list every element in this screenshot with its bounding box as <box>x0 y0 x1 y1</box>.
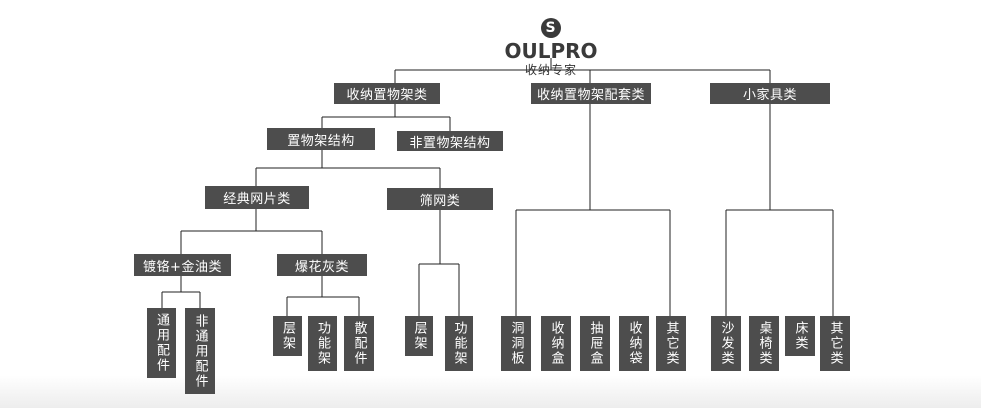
soulpro-logo: SOULPRO 收纳专家 <box>496 18 606 77</box>
leaf-others-a: 其它类 <box>656 316 686 371</box>
leaf-shelf-a: 层架 <box>273 316 302 356</box>
leaf-sofa: 沙发类 <box>711 316 741 371</box>
leaf-universal-parts: 通用配件 <box>147 308 176 378</box>
leaf-pegboard: 洞洞板 <box>501 316 531 371</box>
leaf-bed: 床类 <box>785 316 815 356</box>
logo-wordmark: OULPRO <box>504 39 598 63</box>
leaf-non-universal-parts: 非通用配件 <box>185 308 215 394</box>
logo-tagline: 收纳专家 <box>524 63 577 77</box>
node-sieve-mesh: 筛网类 <box>387 188 493 210</box>
logo-brand: SOULPRO <box>496 18 606 62</box>
node-classic-mesh: 经典网片类 <box>205 186 309 209</box>
node-non-rack-structure: 非置物架结构 <box>397 131 503 151</box>
node-storage-rack: 收纳置物架类 <box>334 83 440 104</box>
leaf-shelf-b: 层架 <box>405 316 433 356</box>
logo-s-mark: S <box>540 18 561 38</box>
leaf-table-chair: 桌椅类 <box>749 316 779 371</box>
node-popcorn-grey: 爆花灰类 <box>277 254 367 276</box>
leaf-others-b: 其它类 <box>820 316 850 371</box>
node-rack-structure: 置物架结构 <box>267 128 375 150</box>
leaf-function-rack-a: 功能架 <box>308 316 337 371</box>
leaf-function-rack-b: 功能架 <box>445 316 473 371</box>
node-small-furniture: 小家具类 <box>710 83 830 104</box>
leaf-drawer-box: 抽屉盒 <box>580 316 610 371</box>
leaf-storage-bag: 收纳袋 <box>619 316 649 371</box>
node-chrome-gold-oil: 镀铬+金油类 <box>134 254 231 276</box>
leaf-loose-parts: 散配件 <box>344 316 374 371</box>
node-rack-accessories: 收纳置物架配套类 <box>531 83 651 104</box>
leaf-storage-box: 收纳盒 <box>541 316 571 371</box>
